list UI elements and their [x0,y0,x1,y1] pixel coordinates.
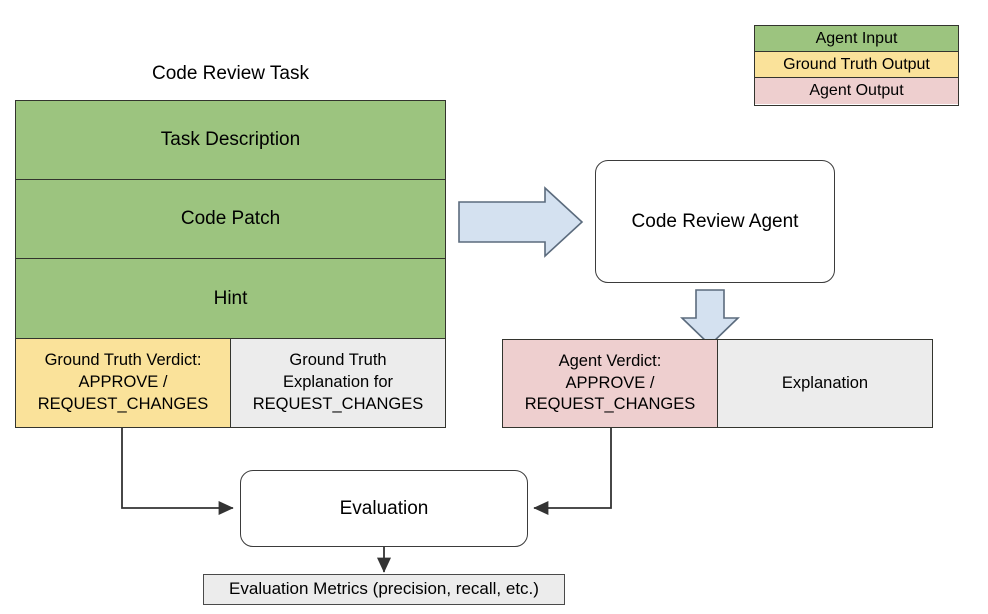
agent-explanation-label: Explanation [781,373,869,392]
task-row-label: Code Patch [180,208,281,230]
legend-item-agent-input: Agent Input [755,26,958,52]
ground-truth-explanation-cell: Ground Truth Explanation for REQUEST_CHA… [231,339,446,428]
legend-item-label: Agent Output [809,82,904,99]
legend-item-label: Ground Truth Output [783,55,930,73]
evaluation-metrics-box: Evaluation Metrics (precision, recall, e… [203,574,565,605]
agent-explanation-cell: Explanation [718,339,933,428]
code-review-agent-node[interactable]: Code Review Agent [595,160,835,283]
ground-truth-verdict-cell: Ground Truth Verdict: APPROVE / REQUEST_… [15,339,231,428]
legend: Agent Input Ground Truth Output Agent Ou… [754,25,959,106]
arrow-agent-to-output [680,289,740,347]
task-row-label: Task Description [160,129,301,151]
connector-agentverdict-to-evaluation [533,428,612,516]
legend-item-label: Agent Input [815,29,898,47]
page-title: Code Review Task [151,63,309,84]
agent-verdict-label: Agent Verdict: APPROVE / REQUEST_CHANGES [524,351,696,414]
evaluation-metrics-label: Evaluation Metrics (precision, recall, e… [229,579,539,599]
ground-truth-verdict-label: Ground Truth Verdict: APPROVE / REQUEST_… [37,351,209,413]
arrow-task-to-agent [458,186,584,258]
task-row-task-description: Task Description [15,100,446,180]
evaluation-label: Evaluation [339,497,429,519]
legend-item-ground-truth-output: Ground Truth Output [755,52,958,78]
task-row-code-patch: Code Patch [15,180,446,259]
connector-groundtruth-to-evaluation [121,428,234,516]
task-row-label: Hint [213,287,248,309]
ground-truth-explanation-label: Ground Truth Explanation for REQUEST_CHA… [252,351,424,413]
agent-verdict-cell: Agent Verdict: APPROVE / REQUEST_CHANGES [502,339,718,428]
code-review-agent-label: Code Review Agent [631,210,799,232]
evaluation-node[interactable]: Evaluation [240,470,528,547]
legend-item-agent-output: Agent Output [755,78,958,104]
task-row-hint: Hint [15,259,446,339]
